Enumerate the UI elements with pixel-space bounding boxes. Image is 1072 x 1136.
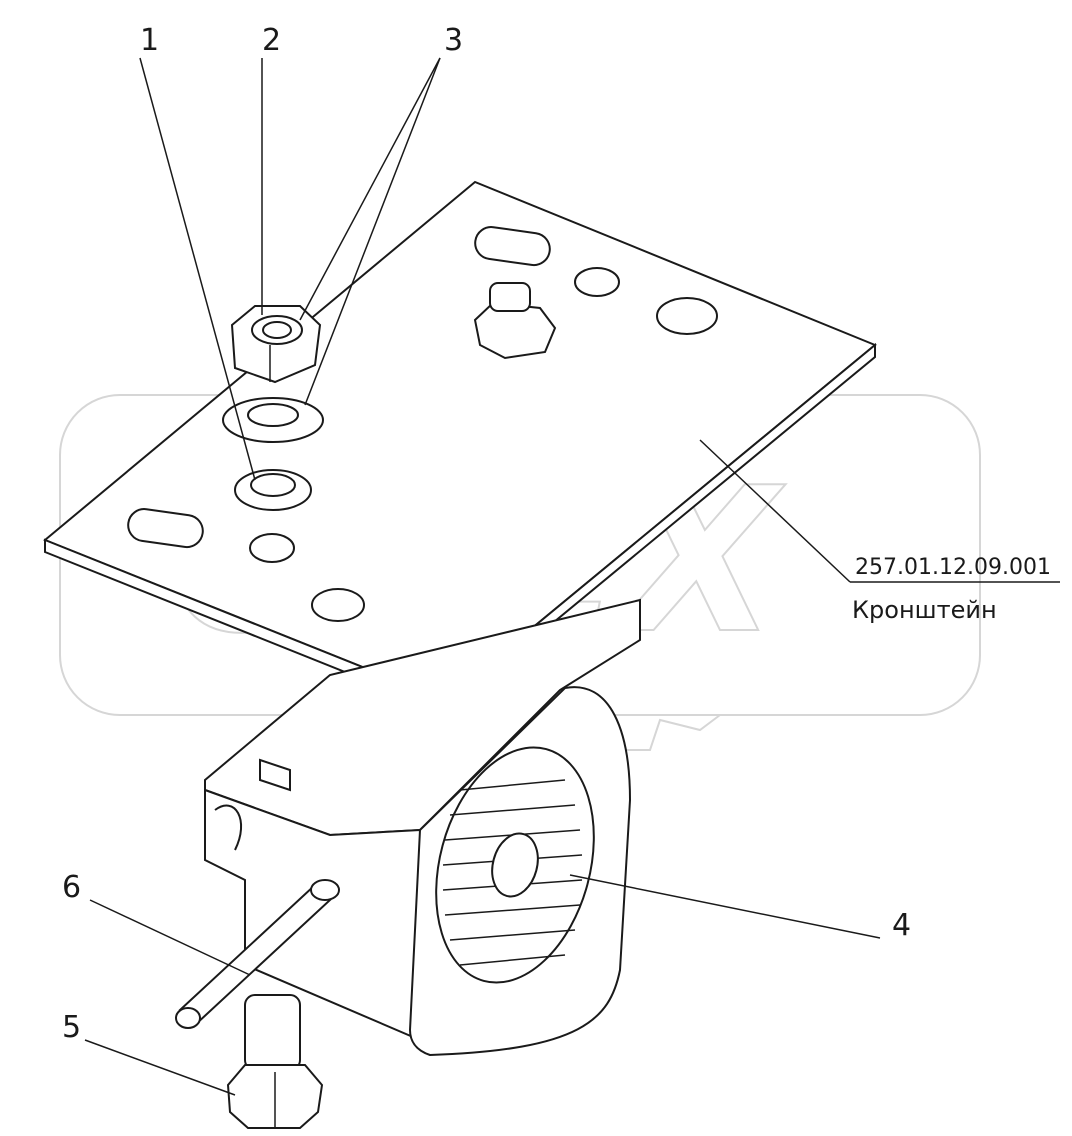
callout-4: 4 <box>892 908 911 943</box>
leader-6 <box>89 899 251 976</box>
leader-1 <box>139 57 256 481</box>
callout-2: 2 <box>262 23 281 58</box>
plate-bolt-end <box>489 282 531 312</box>
leader-3b <box>299 57 441 321</box>
part-name: Кронштейн <box>852 596 997 624</box>
hole <box>574 267 620 297</box>
hole <box>249 533 295 563</box>
bracket-hook <box>214 804 243 851</box>
hole <box>656 297 718 335</box>
part-code: 257.01.12.09.001 <box>855 555 1051 580</box>
bolt-part-5 <box>226 994 324 1129</box>
reflector-part-4 <box>408 686 632 1057</box>
leader-part-code <box>699 439 851 583</box>
pin-part-6 <box>175 879 340 1029</box>
leader-lines <box>84 57 1060 1096</box>
hole <box>311 588 365 622</box>
lock-washer-part-1 <box>234 469 312 511</box>
bracket-slot <box>259 758 291 792</box>
reflector-center <box>491 832 539 898</box>
callout-5: 5 <box>62 1010 81 1045</box>
leader-3 <box>304 57 441 406</box>
part-designation: 257.01.12.09.001 Кронштейн <box>852 555 1051 624</box>
washer-part-3 <box>222 397 324 443</box>
leader-4 <box>569 874 881 939</box>
callout-labels: 1 2 3 4 5 6 <box>62 23 911 1045</box>
slot-left <box>127 508 204 549</box>
slot-top <box>474 226 551 267</box>
callout-3: 3 <box>444 23 463 58</box>
callout-6: 6 <box>62 870 81 905</box>
leader-5 <box>84 1039 236 1096</box>
callout-1: 1 <box>140 23 159 58</box>
